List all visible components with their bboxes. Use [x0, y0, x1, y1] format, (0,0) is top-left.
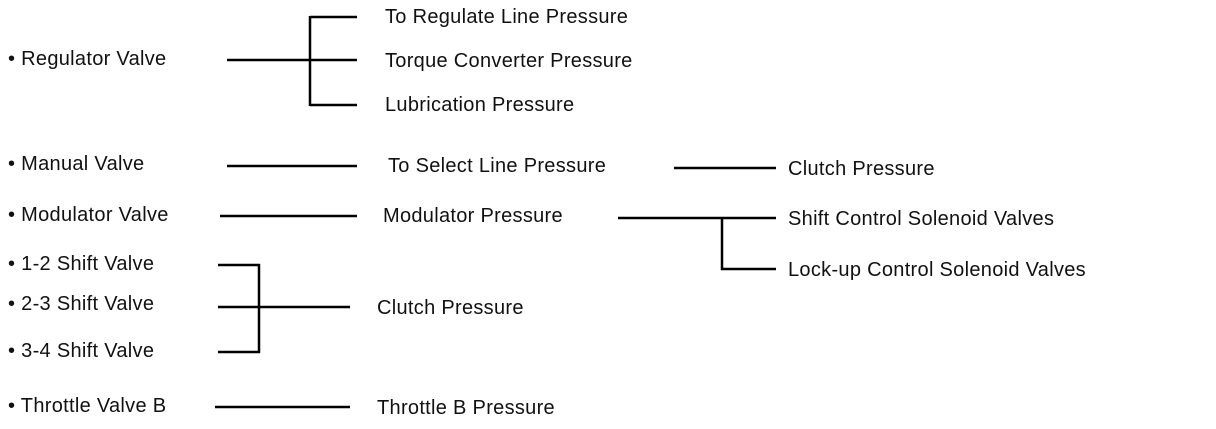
- torque-converter-pressure-label: Torque Converter Pressure: [385, 50, 633, 72]
- shift-valve-2-3-label: • 2-3 Shift Valve: [8, 293, 155, 315]
- clutch-pressure-label-manual: Clutch Pressure: [788, 158, 935, 180]
- throttle-valve-b-label: • Throttle Valve B: [8, 395, 167, 417]
- shift-valve-1-2-label: • 1-2 Shift Valve: [8, 253, 155, 275]
- select-line-pressure-label: To Select Line Pressure: [388, 155, 607, 177]
- line-pressure-label: To Regulate Line Pressure: [385, 6, 629, 28]
- shift-control-solenoid-label: Shift Control Solenoid Valves: [788, 208, 1055, 230]
- modulator-valve-label: • Modulator Valve: [8, 204, 169, 226]
- manual-valve-label: • Manual Valve: [8, 153, 145, 175]
- modulator-pressure-label: Modulator Pressure: [383, 205, 563, 227]
- throttle-b-pressure-label: Throttle B Pressure: [377, 397, 555, 419]
- lockup-control-solenoid-label: Lock-up Control Solenoid Valves: [788, 259, 1086, 281]
- shift-valve-3-4-label: • 3-4 Shift Valve: [8, 340, 155, 362]
- lubrication-pressure-label: Lubrication Pressure: [385, 94, 575, 116]
- regulator-valve-label: • Regulator Valve: [8, 48, 167, 70]
- clutch-pressure-label-shift: Clutch Pressure: [377, 297, 524, 319]
